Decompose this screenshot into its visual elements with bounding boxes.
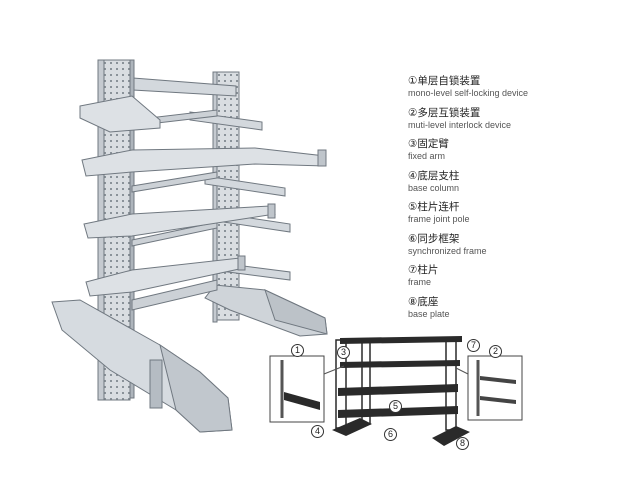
legend-cn-label: 同步框架	[417, 232, 460, 245]
legend-en-label: frame joint pole	[408, 214, 470, 224]
legend-en-label: mono-level self-locking device	[408, 88, 529, 98]
legend-en-label: fixed arm	[408, 151, 446, 161]
callout-4: 4	[311, 425, 324, 438]
legend-item: ⑦柱片 frame	[408, 264, 618, 296]
legend-en-label: base column	[408, 182, 460, 193]
legend-number: ⑧	[408, 295, 418, 308]
legend-en-label: muti-level interlock device	[408, 119, 512, 130]
rack-back-column	[212, 71, 240, 323]
legend-cn-label: 柱片	[417, 264, 439, 276]
legend-cn-label: 底层支柱	[417, 169, 460, 182]
legend-cn-label: 底座	[417, 295, 439, 308]
rack-front-base	[51, 299, 233, 433]
legend-number: ⑦	[408, 264, 418, 276]
legend-cn-label: 单层自锁装置	[417, 75, 481, 87]
legend-en-label: frame	[408, 277, 432, 287]
legend-cn-label: 多层互锁装置	[417, 106, 481, 119]
component-legend: ①单层自锁装置 mono-level self-locking device ②…	[408, 75, 618, 327]
rack-front-arms	[79, 95, 326, 297]
legend-item: ⑧底座 base plate	[408, 296, 618, 328]
callout-7: 7	[467, 339, 480, 352]
legend-cn-label: 固定臂	[417, 138, 449, 150]
legend-item: ①单层自锁装置 mono-level self-locking device	[408, 75, 618, 107]
rack-back-base	[204, 284, 328, 337]
legend-number: ⑥	[408, 232, 418, 245]
rack-braces	[131, 109, 218, 311]
legend-item: ⑤柱片连杆 frame joint pole	[408, 201, 618, 233]
detail-diagram	[269, 336, 523, 446]
callout-8: 8	[456, 437, 469, 450]
legend-number: ①	[408, 75, 418, 87]
legend-item: ⑥同步框架 synchronized frame	[408, 233, 618, 265]
callout-6: 6	[384, 428, 397, 441]
callout-3: 3	[337, 346, 350, 359]
legend-en-label: base plate	[408, 308, 450, 319]
legend-en-label: synchronized frame	[408, 245, 487, 256]
callout-2: 2	[489, 345, 502, 358]
callout-1: 1	[291, 344, 304, 357]
legend-item: ④底层支柱 base column	[408, 170, 618, 202]
legend-number: ③	[408, 138, 418, 150]
rack-arm-stoppers	[237, 149, 327, 271]
legend-number: ②	[408, 106, 418, 119]
legend-item: ③固定臂 fixed arm	[408, 138, 618, 170]
legend-number: ⑤	[408, 201, 418, 213]
callout-5: 5	[389, 400, 402, 413]
legend-number: ④	[408, 169, 418, 182]
legend-item: ②多层互锁装置 muti-level interlock device	[408, 107, 618, 139]
legend-cn-label: 柱片连杆	[417, 201, 460, 213]
